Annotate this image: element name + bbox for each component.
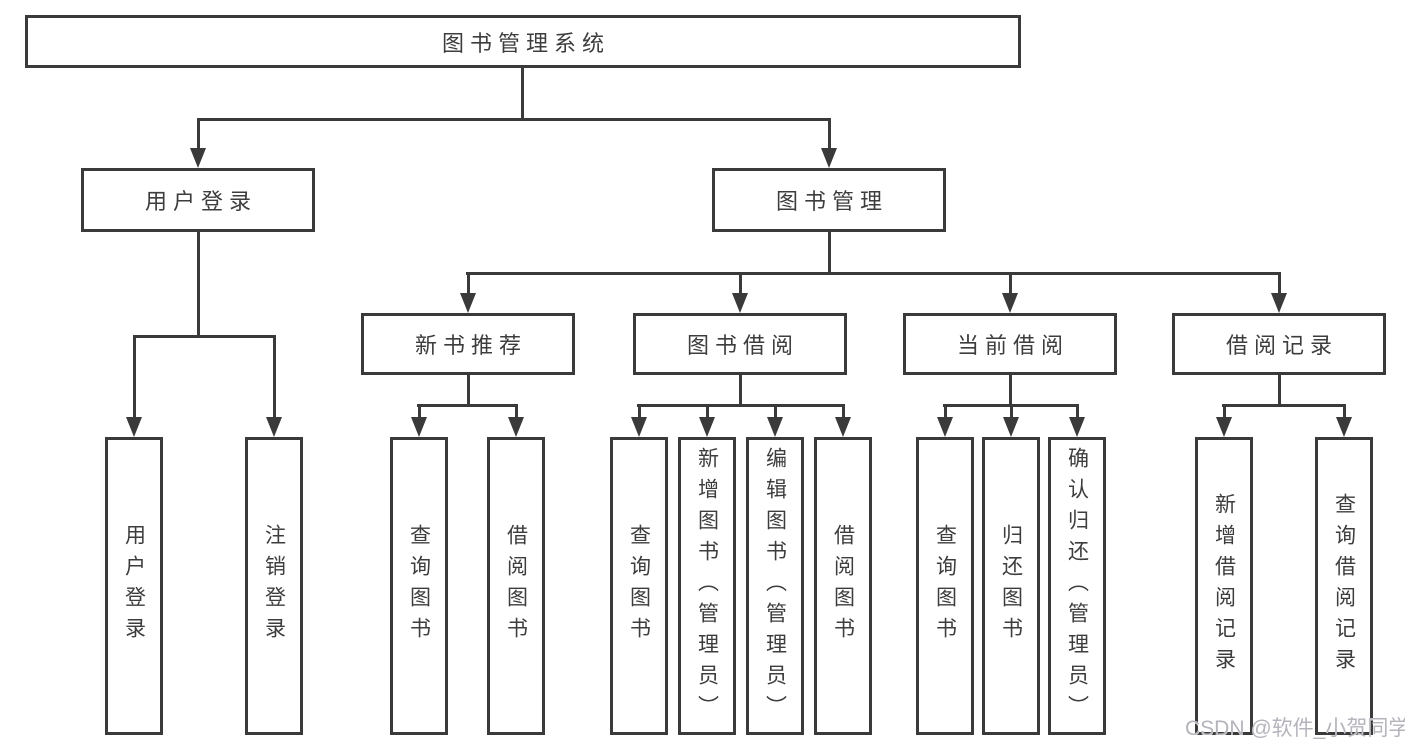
node-book-management: 图书管理 [712, 168, 946, 232]
connector-arrow [835, 404, 851, 437]
leaf-user-login: 用户登录 [105, 437, 163, 735]
node-label: 图书借阅 [686, 333, 799, 358]
connector-vline [828, 232, 831, 275]
node-label: 确认归还（管理员） [1065, 446, 1089, 726]
connector-arrow [732, 272, 748, 313]
node-label: 借阅图书 [831, 524, 855, 648]
connector-arrow [937, 404, 953, 437]
leaf-edit-book-admin: 编辑图书（管理员） [746, 437, 804, 735]
node-new-book-recommendation: 新书推荐 [361, 313, 575, 375]
connector-arrow [190, 118, 206, 168]
connector-arrow [631, 404, 647, 437]
connector-vline [1278, 375, 1281, 407]
connector-arrow [266, 335, 282, 437]
leaf-query-books-current: 查询图书 [916, 437, 974, 735]
connector-vline [467, 375, 470, 407]
connector-arrow [411, 404, 427, 437]
leaf-borrow-books-recommendation: 借阅图书 [487, 437, 545, 735]
node-label: 注销登录 [262, 524, 286, 648]
connector-arrow [767, 404, 783, 437]
connector-arrow [699, 404, 715, 437]
node-library-management-system: 图书管理系统 [25, 15, 1021, 68]
node-borrowing-records: 借阅记录 [1172, 313, 1386, 375]
leaf-logout: 注销登录 [245, 437, 303, 735]
node-label: 查询借阅记录 [1332, 493, 1356, 679]
node-label: 查询图书 [627, 524, 651, 648]
node-label: 查询图书 [407, 524, 431, 648]
connector-hline [1222, 404, 1346, 407]
node-label: 用户登录 [122, 524, 146, 648]
node-label: 编辑图书（管理员） [763, 446, 787, 726]
connector-arrow [1069, 404, 1085, 437]
connector-vline [739, 375, 742, 407]
node-label: 新增图书（管理员） [695, 446, 719, 726]
connector-hline [637, 404, 845, 407]
connector-arrow [1336, 404, 1352, 437]
connector-hline [466, 272, 1281, 275]
connector-vline [1009, 375, 1012, 407]
connector-vline [197, 232, 200, 338]
connector-arrow [1216, 404, 1232, 437]
leaf-add-book-admin: 新增图书（管理员） [678, 437, 736, 735]
connector-arrow [821, 118, 837, 168]
node-label: 查询图书 [933, 524, 957, 648]
node-label: 新书推荐 [414, 333, 527, 358]
node-label: 借阅图书 [504, 524, 528, 648]
connector-arrow [126, 335, 142, 437]
connector-arrow [508, 404, 524, 437]
connector-vline [521, 68, 524, 121]
node-label: 归还图书 [999, 524, 1023, 648]
leaf-query-books-recommendation: 查询图书 [390, 437, 448, 735]
node-label: 图书管理 [775, 189, 888, 214]
csdn-watermark: CSDN @软件_小贺同学 [1185, 717, 1405, 740]
node-label: 图书管理系统 [441, 30, 610, 56]
node-label: 当前借阅 [956, 333, 1069, 358]
connector-hline [417, 404, 518, 407]
leaf-return-books: 归还图书 [982, 437, 1040, 735]
leaf-confirm-return-admin: 确认归还（管理员） [1048, 437, 1106, 735]
connector-arrow [1002, 272, 1018, 313]
node-user-login: 用户登录 [81, 168, 315, 232]
leaf-add-borrow-record: 新增借阅记录 [1195, 437, 1253, 735]
connector-hline [197, 118, 831, 121]
node-label: 新增借阅记录 [1212, 493, 1236, 679]
connector-hline [133, 335, 276, 338]
leaf-borrow-books-borrowing: 借阅图书 [814, 437, 872, 735]
node-book-borrowing: 图书借阅 [633, 313, 847, 375]
node-label: 借阅记录 [1225, 333, 1338, 358]
connector-arrow [460, 272, 476, 313]
node-label: 用户登录 [144, 189, 257, 214]
connector-arrow [1003, 404, 1019, 437]
leaf-query-books-borrowing: 查询图书 [610, 437, 668, 735]
connector-arrow [1271, 272, 1287, 313]
leaf-query-borrow-record: 查询借阅记录 [1315, 437, 1373, 735]
node-current-borrowing: 当前借阅 [903, 313, 1117, 375]
